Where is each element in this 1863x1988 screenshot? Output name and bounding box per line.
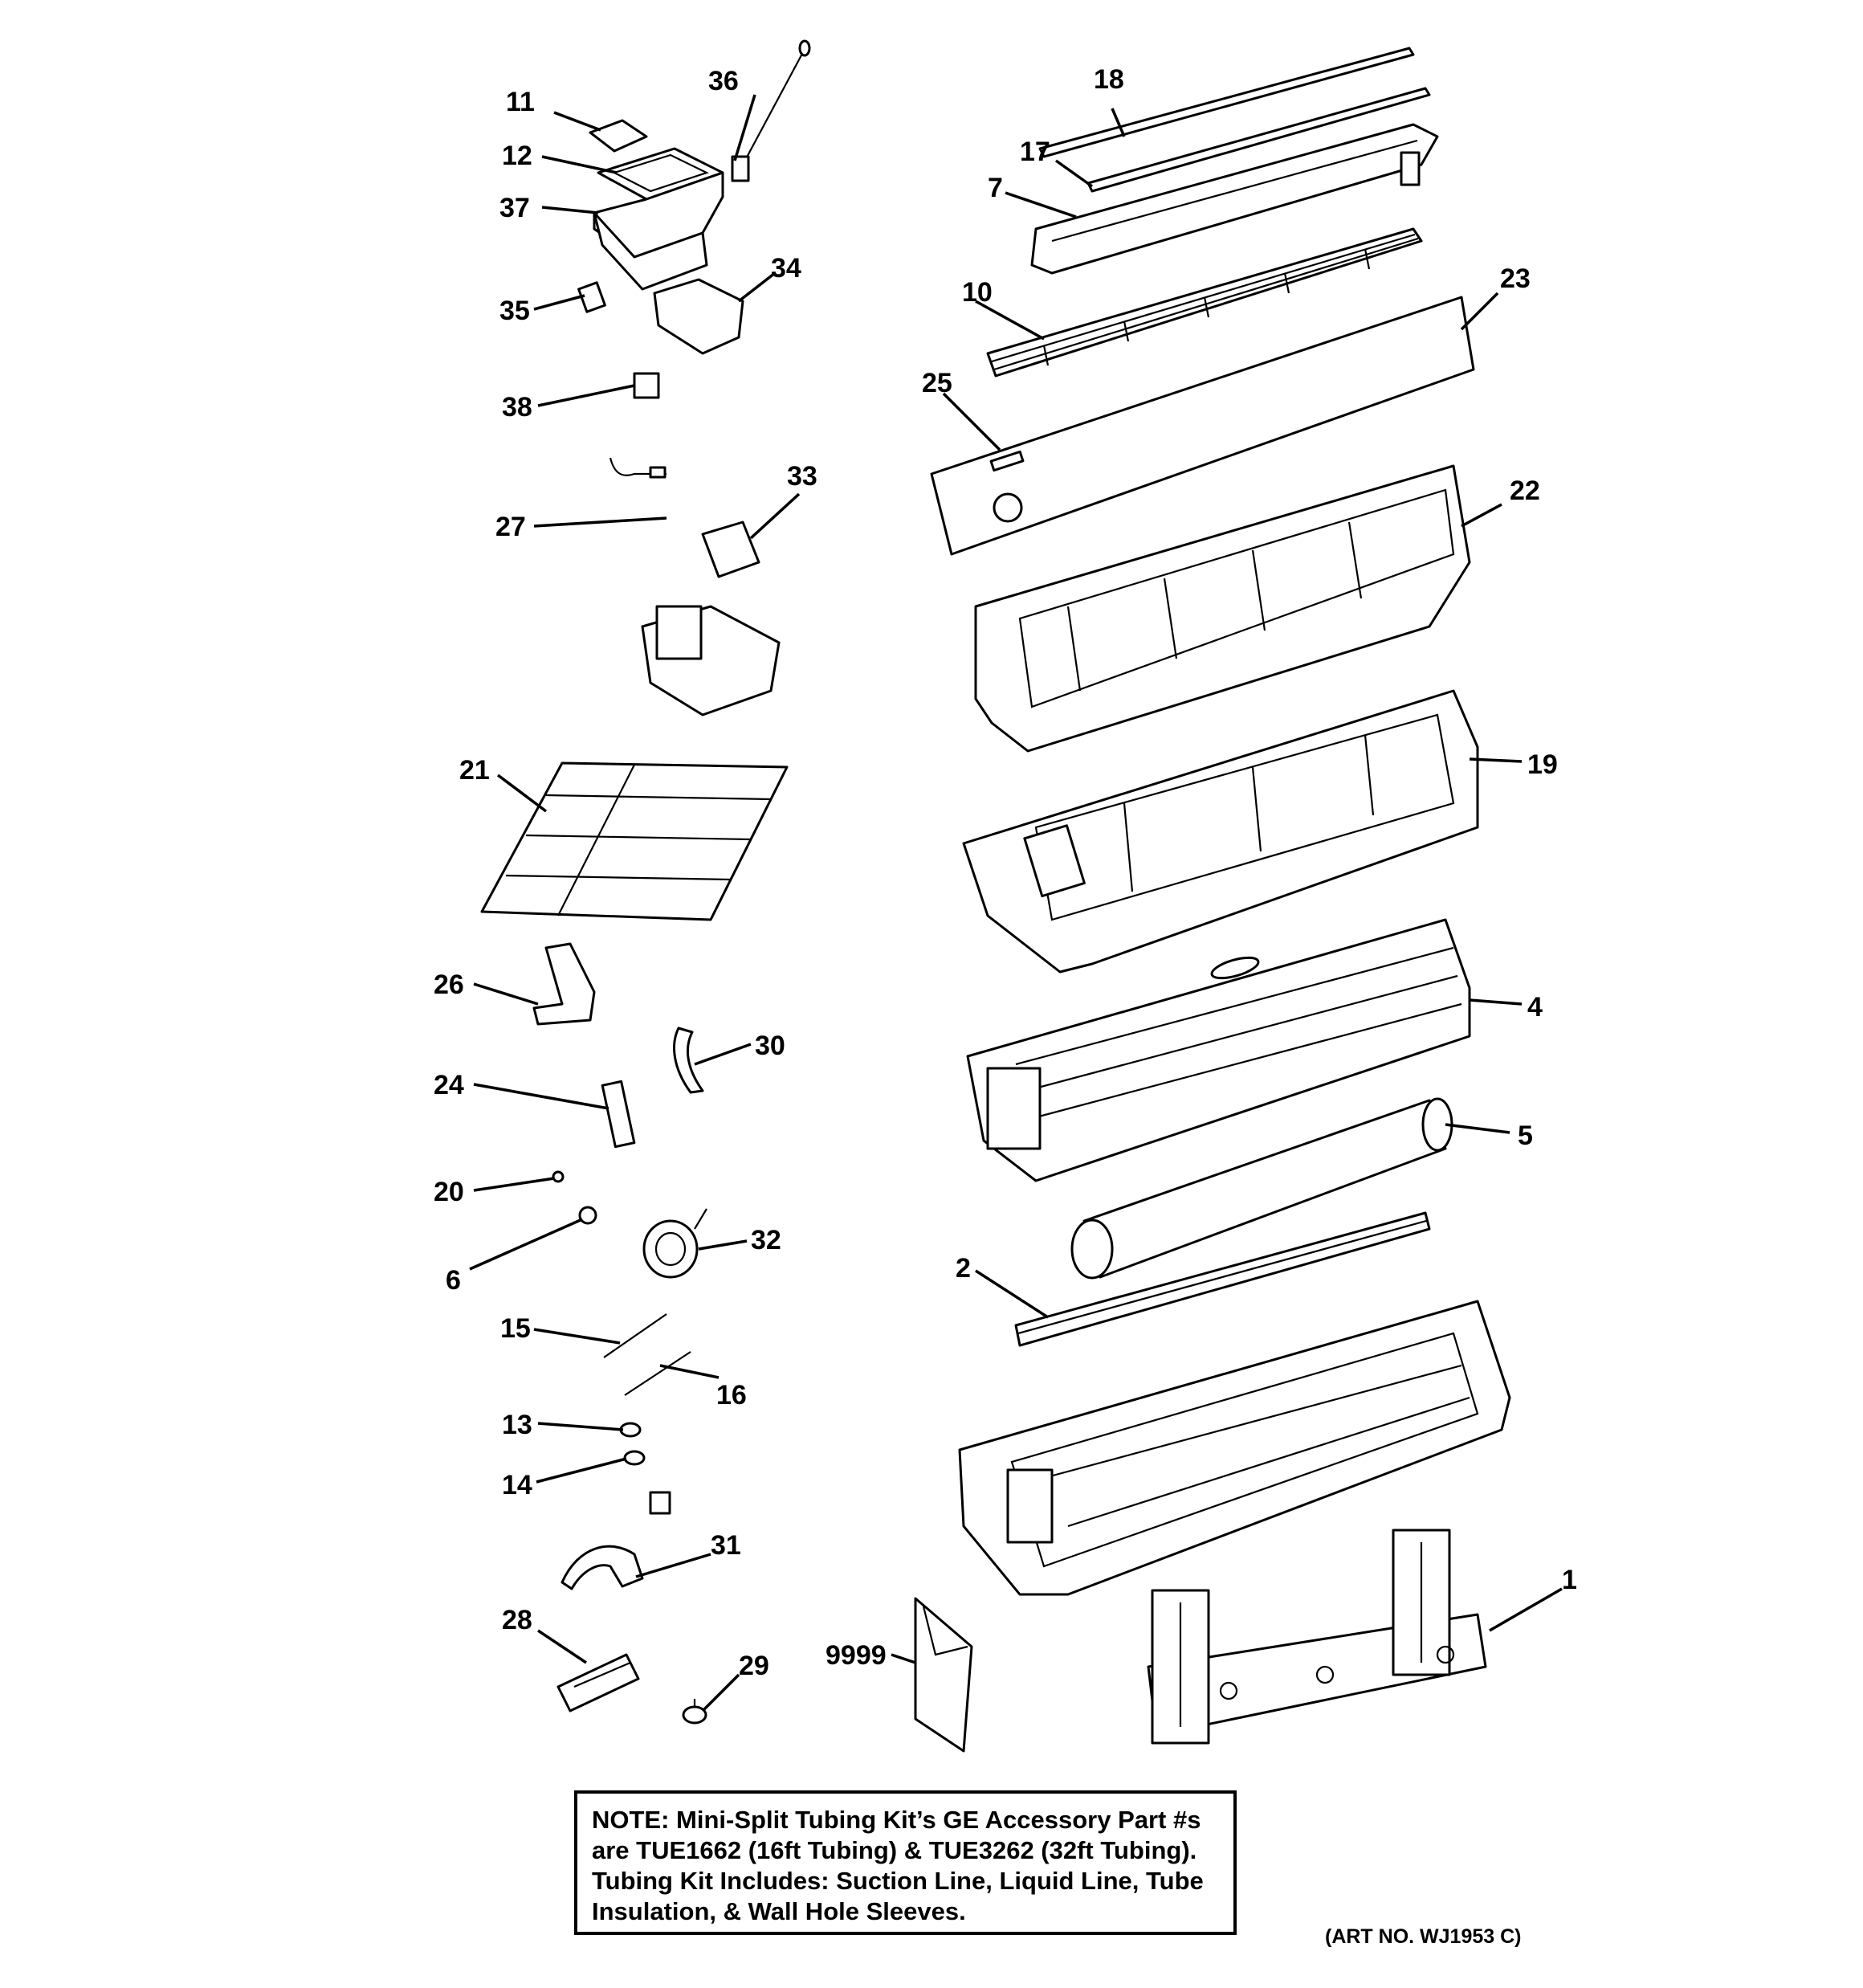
- callout-26: 26: [434, 970, 464, 1000]
- callout-21: 21: [459, 755, 490, 786]
- part-30-drain-hose: [673, 1027, 704, 1094]
- art-number: (ART NO. WJ1953 C): [1325, 1925, 1522, 1948]
- callout-labels: 36 11 12 37 35 34 38 33 27 21 26 30 24 2…: [434, 64, 1577, 1681]
- callout-35: 35: [499, 296, 530, 326]
- part-fitting: [649, 1491, 671, 1515]
- callout-23: 23: [1500, 263, 1531, 294]
- part-29-swing-motor: [682, 1699, 707, 1725]
- callout-30: 30: [755, 1031, 785, 1061]
- callout-9999: 9999: [826, 1640, 887, 1671]
- callout-34: 34: [771, 253, 801, 284]
- callout-12: 12: [502, 141, 532, 171]
- note-line-4: Insulation, & Wall Hole Sleeves.: [592, 1897, 966, 1925]
- part-33-board: [701, 520, 760, 578]
- callout-22: 22: [1510, 476, 1540, 506]
- note-line-1: NOTE: Mini-Split Tubing Kit’s GE Accesso…: [592, 1806, 1201, 1834]
- callout-32: 32: [751, 1225, 781, 1255]
- note-line-3: Tubing Kit Includes: Suction Line, Liqui…: [592, 1867, 1204, 1895]
- part-36-sensor: [731, 39, 811, 182]
- callout-28: 28: [502, 1605, 532, 1635]
- callout-19: 19: [1527, 749, 1558, 780]
- callout-10: 10: [962, 277, 993, 308]
- callout-11: 11: [506, 87, 535, 117]
- callout-24: 24: [434, 1070, 464, 1100]
- callout-16: 16: [716, 1380, 747, 1410]
- part-11-cover: [589, 119, 648, 153]
- callout-27: 27: [495, 512, 526, 542]
- part-17-rod: [1086, 87, 1431, 193]
- part-27-wire-harness: [609, 457, 667, 479]
- part-control-board-assembly: [641, 605, 781, 716]
- callout-15: 15: [500, 1313, 531, 1344]
- part-10-grille: [986, 227, 1423, 378]
- part-23-front-panel: [930, 296, 1475, 556]
- callout-13: 13: [502, 1410, 532, 1440]
- leader-lines: [469, 94, 1563, 1712]
- note-line-2: are TUE1662 (16ft Tubing) & TUE3262 (32f…: [592, 1836, 1197, 1864]
- callout-37: 37: [499, 193, 530, 223]
- part-19-chassis-front: [962, 689, 1479, 974]
- callout-25: 25: [922, 368, 952, 398]
- callout-33: 33: [787, 461, 817, 492]
- part-37-control-box: [593, 171, 724, 291]
- part-13-clip: [619, 1422, 642, 1438]
- part-16-rod: [624, 1351, 691, 1396]
- part-31-bracket: [561, 1545, 644, 1590]
- part-6-bearing: [578, 1206, 597, 1225]
- callout-1: 1: [1562, 1565, 1577, 1595]
- part-4-evaporator: [966, 918, 1471, 1182]
- part-1-mounting-plate: [1147, 1529, 1487, 1745]
- part-7-louver-assembly: [1030, 123, 1439, 275]
- part-25-display-label: [989, 450, 1025, 523]
- part-18-rod: [1038, 47, 1415, 158]
- callout-18: 18: [1094, 64, 1124, 95]
- part-14-clip: [623, 1450, 646, 1466]
- callout-36: 36: [708, 66, 739, 96]
- callout-4: 4: [1527, 992, 1543, 1023]
- part-32-fan-motor: [642, 1208, 707, 1279]
- callout-31: 31: [711, 1530, 741, 1561]
- part-2-drain-strip: [1014, 1211, 1431, 1347]
- part-22-front-frame: [974, 464, 1471, 753]
- part-34-bracket: [653, 278, 744, 355]
- part-26-motor-holder: [532, 942, 596, 1026]
- part-base-pan: [958, 1300, 1511, 1596]
- part-24-bearing-block: [601, 1080, 636, 1149]
- callout-17: 17: [1020, 137, 1050, 167]
- part-21-air-filter: [480, 761, 789, 921]
- callout-5: 5: [1518, 1121, 1533, 1151]
- callout-38: 38: [502, 392, 532, 423]
- part-15-rod: [603, 1313, 667, 1358]
- callout-20: 20: [434, 1177, 464, 1207]
- part-28-remote-control: [556, 1653, 640, 1712]
- callout-6: 6: [446, 1265, 461, 1296]
- part-20-screw: [552, 1170, 565, 1183]
- part-38-relay: [633, 372, 660, 399]
- callout-7: 7: [988, 173, 1003, 203]
- callout-29: 29: [739, 1651, 769, 1681]
- callout-14: 14: [502, 1470, 532, 1500]
- part-9999-manual: [914, 1597, 973, 1753]
- part-35-connector: [577, 281, 606, 313]
- callout-2: 2: [956, 1253, 971, 1284]
- tubing-kit-note: NOTE: Mini-Split Tubing Kit’s GE Accesso…: [574, 1790, 1237, 1935]
- part-5-blower-wheel: [1070, 1097, 1453, 1280]
